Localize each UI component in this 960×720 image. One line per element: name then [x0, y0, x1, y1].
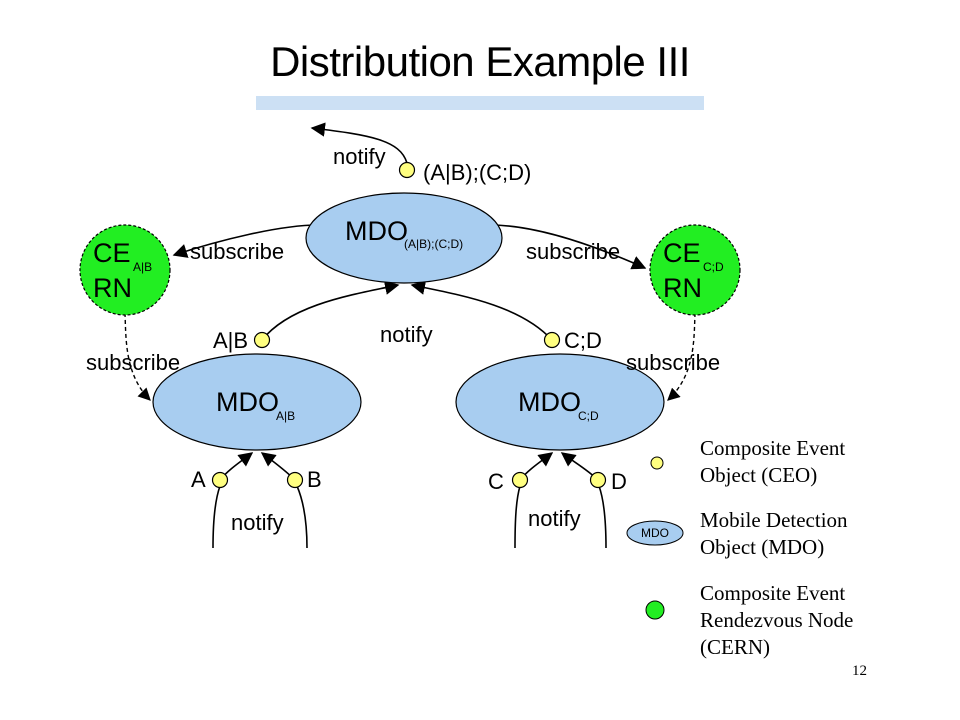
- event-label-b: B: [307, 467, 322, 492]
- subscribe-label-top-left: subscribe: [190, 239, 284, 264]
- event-label-ab: A|B: [213, 328, 248, 353]
- event-label-cd: C;D: [564, 328, 602, 353]
- legend-ceo-line2: Object (CEO): [700, 463, 817, 487]
- ceo-dots: [211, 161, 607, 489]
- event-label-d: D: [611, 469, 627, 494]
- mdo-left-main-label: MDO: [216, 387, 279, 417]
- cern-right-sub-label: C;D: [703, 260, 724, 274]
- dashed-subscribe-lines: [124, 312, 696, 401]
- notify-label-right: notify: [528, 506, 581, 531]
- event-label-a: A: [191, 467, 206, 492]
- connection-lines: [172, 122, 647, 549]
- ceo-dot-a: [211, 471, 229, 489]
- mdo-node-top: MDO (A|B);(C;D): [305, 192, 503, 284]
- page-title: Distribution Example III: [270, 38, 690, 85]
- d-incoming-line: [598, 485, 607, 549]
- mdo-node-right: MDO C;D: [455, 353, 665, 451]
- subscribe-arrow-left: [124, 312, 151, 401]
- cern-right-main-label: CE: [663, 238, 701, 268]
- ceo-dot-b: [286, 471, 304, 489]
- legend-cern-line1: Composite Event: [700, 581, 845, 605]
- legend-mdo-line2: Object (MDO): [700, 535, 824, 559]
- subscribe-label-top-right: subscribe: [526, 239, 620, 264]
- event-label-c: C: [488, 469, 504, 494]
- cern-right-line2-label: RN: [663, 273, 702, 303]
- c-incoming-line: [514, 485, 521, 549]
- notify-out-arrow: [310, 122, 408, 164]
- mdo-top-sub-label: (A|B);(C;D): [404, 237, 463, 251]
- cern-left-sub-label: A|B: [133, 260, 152, 274]
- legend-ceo-line1: Composite Event: [700, 436, 845, 460]
- subscribe-label-right: subscribe: [626, 350, 720, 375]
- ceo-dot-d: [589, 471, 607, 489]
- legend: Composite Event Object (CEO) MDO Mobile …: [626, 436, 853, 659]
- cern-left-main-label: CE: [93, 238, 131, 268]
- a-incoming-line: [212, 485, 221, 549]
- mdo-right-sub-label: C;D: [578, 409, 599, 423]
- title-underline-bar: [256, 96, 704, 110]
- legend-ceo-icon: [650, 456, 664, 470]
- subscribe-arrow-top-right: [489, 224, 647, 270]
- cern-left-line2-label: RN: [93, 273, 132, 303]
- notify-label-left: notify: [231, 510, 284, 535]
- ceo-dot-top: [398, 161, 416, 179]
- subscribe-arrow-top-left: [172, 224, 319, 258]
- ceo-dot-ab: [253, 331, 271, 349]
- legend-mdo-icon: [626, 520, 684, 546]
- subscribe-label-left: subscribe: [86, 350, 180, 375]
- cd-to-top-arrow: [410, 280, 553, 341]
- cern-node-right: CE C;D RN: [649, 224, 741, 316]
- ceo-dot-c: [511, 471, 529, 489]
- page-number: 12: [852, 663, 867, 679]
- mdo-right-main-label: MDO: [518, 387, 581, 417]
- mdo-top-main-label: MDO: [345, 216, 408, 246]
- legend-cern-line2: Rendezvous Node: [700, 608, 853, 632]
- cern-node-left: CE A|B RN: [79, 224, 171, 316]
- mdo-node-left: MDO A|B: [152, 353, 362, 451]
- subscribe-arrow-right: [667, 312, 696, 401]
- legend-mdo-line1: Mobile Detection: [700, 508, 848, 532]
- legend-cern-line3: (CERN): [700, 635, 770, 659]
- notify-label-mid: notify: [380, 322, 433, 347]
- legend-cern-icon: [645, 600, 665, 620]
- mdo-left-sub-label: A|B: [276, 409, 295, 423]
- notify-label-top: notify: [333, 144, 386, 169]
- b-incoming-line: [296, 485, 308, 549]
- ab-to-top-arrow: [261, 280, 400, 341]
- legend-mdo-icon-label: MDO: [641, 526, 669, 540]
- ceo-dot-cd: [543, 331, 561, 349]
- event-label-top: (A|B);(C;D): [423, 160, 531, 185]
